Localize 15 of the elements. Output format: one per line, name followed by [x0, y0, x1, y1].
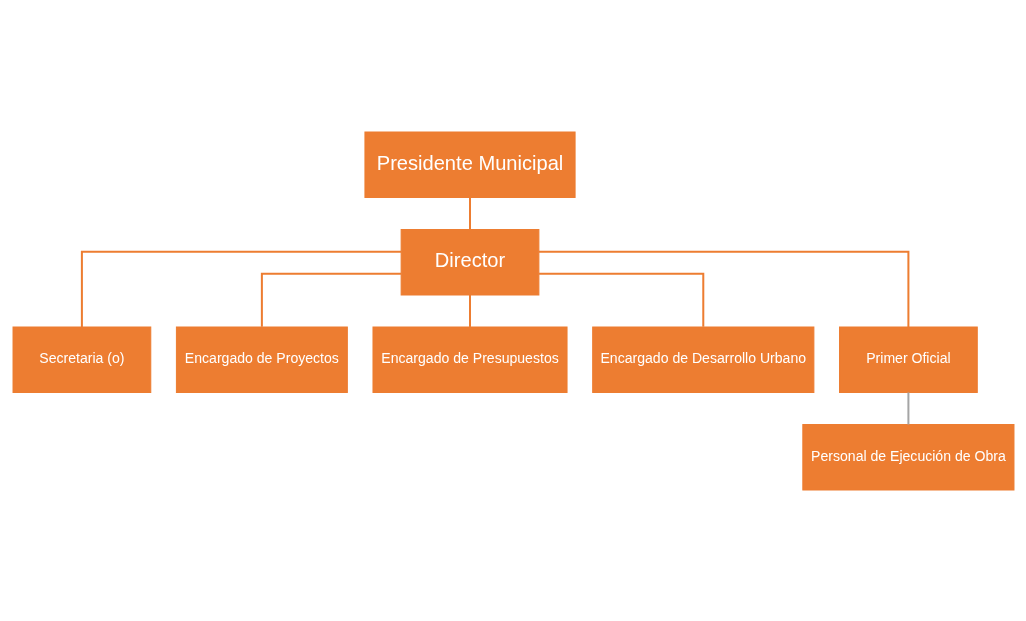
node-box: Encargado de Presupuestos [371, 326, 568, 393]
node-box: Personal de Ejecución de Obra [801, 423, 1014, 490]
connector [80, 250, 401, 327]
node-box: Director [400, 228, 539, 295]
connector [468, 196, 471, 229]
node-box: Encargado de Desarrollo Urbano [591, 326, 814, 393]
node-box: Primer Oficial [838, 326, 978, 393]
node-box: Secretaria (o) [12, 326, 151, 393]
connector [260, 272, 401, 327]
connector [538, 250, 909, 327]
node-box: Presidente Municipal [363, 131, 576, 198]
connector [468, 294, 471, 327]
connector [538, 272, 704, 327]
node-box: Encargado de Proyectos [175, 326, 348, 393]
connector [906, 392, 909, 424]
